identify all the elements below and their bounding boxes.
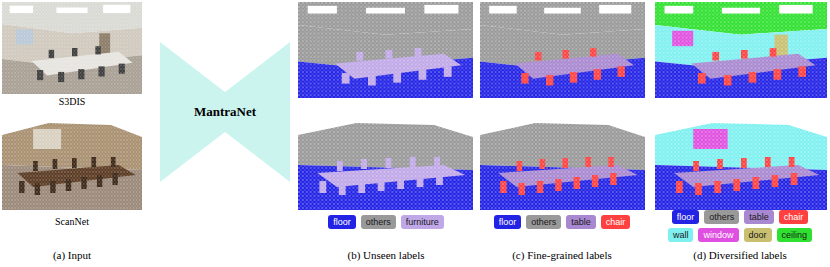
- legend-label: ceiling: [782, 230, 808, 240]
- panel-caption: (c) Fine-grained labels: [512, 249, 612, 261]
- legend-swatch: table: [744, 210, 774, 224]
- scannet-diverse-scene: [655, 115, 827, 210]
- legend-label: floor: [333, 217, 351, 227]
- legend-label: chair: [784, 212, 804, 222]
- s3dis-unseen-scene: [298, 2, 473, 98]
- panel-caption: (a) Input: [53, 249, 91, 261]
- legend-swatch: floor: [672, 210, 700, 224]
- legend-swatch: floor: [328, 215, 356, 229]
- s3dis-fine-scene: [480, 2, 645, 98]
- scannet-unseen-scene: [298, 115, 473, 210]
- legend-swatch: chair: [601, 215, 631, 229]
- legend-label: chair: [606, 217, 626, 227]
- dataset-name: S3DIS: [59, 96, 86, 107]
- panel-caption: (d) Diversified labels: [693, 249, 786, 261]
- legend-swatch: others: [526, 215, 561, 229]
- scannet-input-scene: [2, 115, 142, 210]
- network-name: MantraNet: [194, 104, 256, 120]
- legend-label: window: [703, 230, 733, 240]
- legend-label: others: [366, 217, 391, 227]
- panel-caption: (b) Unseen labels: [348, 249, 425, 261]
- bowtie-outline: [160, 42, 290, 182]
- legend-swatch: floor: [494, 215, 522, 229]
- legend-swatch: wall: [668, 228, 694, 242]
- legend-label: floor: [499, 217, 517, 227]
- legend-swatch: window: [698, 228, 738, 242]
- legend-label: floor: [677, 212, 695, 222]
- legend-swatch: furniture: [401, 215, 444, 229]
- legend-label: table: [571, 217, 591, 227]
- legend-label: door: [749, 230, 767, 240]
- legend-swatch: ceiling: [777, 228, 813, 242]
- legend-swatch: others: [361, 215, 396, 229]
- scannet-fine-scene: [480, 115, 645, 210]
- legend-label: furniture: [406, 217, 439, 227]
- legend-swatch: chair: [779, 210, 809, 224]
- legend-label: others: [709, 212, 734, 222]
- legend-label: wall: [673, 230, 689, 240]
- legend-swatch: others: [704, 210, 739, 224]
- legend-swatch: table: [566, 215, 596, 229]
- legend-label: table: [749, 212, 769, 222]
- s3dis-input-scene: [2, 2, 142, 94]
- network-block: MantraNet: [160, 42, 290, 182]
- s3dis-diverse-scene: [655, 2, 827, 98]
- legend-label: others: [531, 217, 556, 227]
- dataset-name: ScanNet: [55, 216, 89, 227]
- legend-swatch: door: [744, 228, 772, 242]
